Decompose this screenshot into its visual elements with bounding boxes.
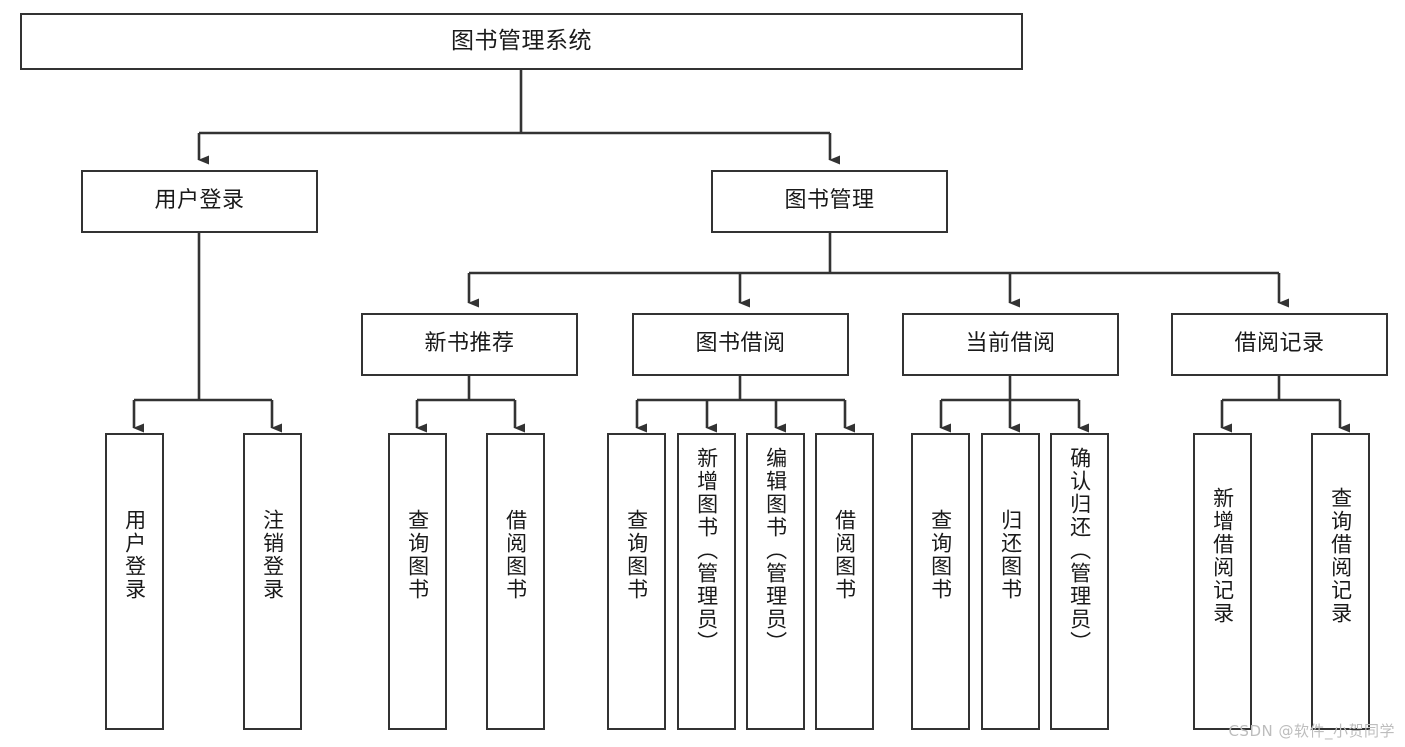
node-label: 当前借阅 <box>965 331 1056 357</box>
leaf-add-book-admin[interactable]: 新增图书（管理员） <box>677 433 736 730</box>
csdn-watermark: CSDN @软件_小贺同学 <box>1228 722 1395 740</box>
node-label: 归还图书 <box>998 509 1023 601</box>
node-label: 借阅记录 <box>1234 331 1325 357</box>
leaf-borrow-book[interactable]: 借阅图书 <box>815 433 874 730</box>
node-label: 查询图书 <box>405 509 430 601</box>
node-label: 注销登录 <box>260 509 285 601</box>
node-label: 用户登录 <box>122 509 147 601</box>
node-book-borrow[interactable]: 图书借阅 <box>632 313 849 376</box>
node-root-book-management-system[interactable]: 图书管理系统 <box>20 13 1023 70</box>
node-label: 新增图书（管理员） <box>694 447 719 654</box>
node-label: 查询图书 <box>928 509 953 601</box>
node-label: 借阅图书 <box>503 509 528 601</box>
leaf-borrow-book-recommend[interactable]: 借阅图书 <box>486 433 545 730</box>
node-label: 借阅图书 <box>832 509 857 601</box>
node-label: 用户登录 <box>154 188 245 214</box>
node-label: 查询借阅记录 <box>1328 487 1353 625</box>
node-label: 新书推荐 <box>424 331 515 357</box>
node-label: 图书管理系统 <box>451 27 592 54</box>
node-book-management[interactable]: 图书管理 <box>711 170 948 233</box>
node-label: 查询图书 <box>624 509 649 601</box>
node-label: 图书借阅 <box>695 331 786 357</box>
node-label: 新增借阅记录 <box>1210 487 1235 625</box>
leaf-query-book-recommend[interactable]: 查询图书 <box>388 433 447 730</box>
leaf-query-borrow-record[interactable]: 查询借阅记录 <box>1311 433 1370 730</box>
leaf-return-book[interactable]: 归还图书 <box>981 433 1040 730</box>
node-label: 确认归还（管理员） <box>1067 447 1092 654</box>
leaf-logout[interactable]: 注销登录 <box>243 433 302 730</box>
leaf-user-login[interactable]: 用户登录 <box>105 433 164 730</box>
leaf-edit-book-admin[interactable]: 编辑图书（管理员） <box>746 433 805 730</box>
node-current-borrow[interactable]: 当前借阅 <box>902 313 1119 376</box>
node-borrow-record[interactable]: 借阅记录 <box>1171 313 1388 376</box>
leaf-query-book-borrow[interactable]: 查询图书 <box>607 433 666 730</box>
node-new-book-recommend[interactable]: 新书推荐 <box>361 313 578 376</box>
leaf-query-book-current[interactable]: 查询图书 <box>911 433 970 730</box>
node-label: 图书管理 <box>784 188 875 214</box>
node-label: 编辑图书（管理员） <box>763 447 788 654</box>
node-user-login[interactable]: 用户登录 <box>81 170 318 233</box>
leaf-confirm-return-admin[interactable]: 确认归还（管理员） <box>1050 433 1109 730</box>
leaf-add-borrow-record[interactable]: 新增借阅记录 <box>1193 433 1252 730</box>
